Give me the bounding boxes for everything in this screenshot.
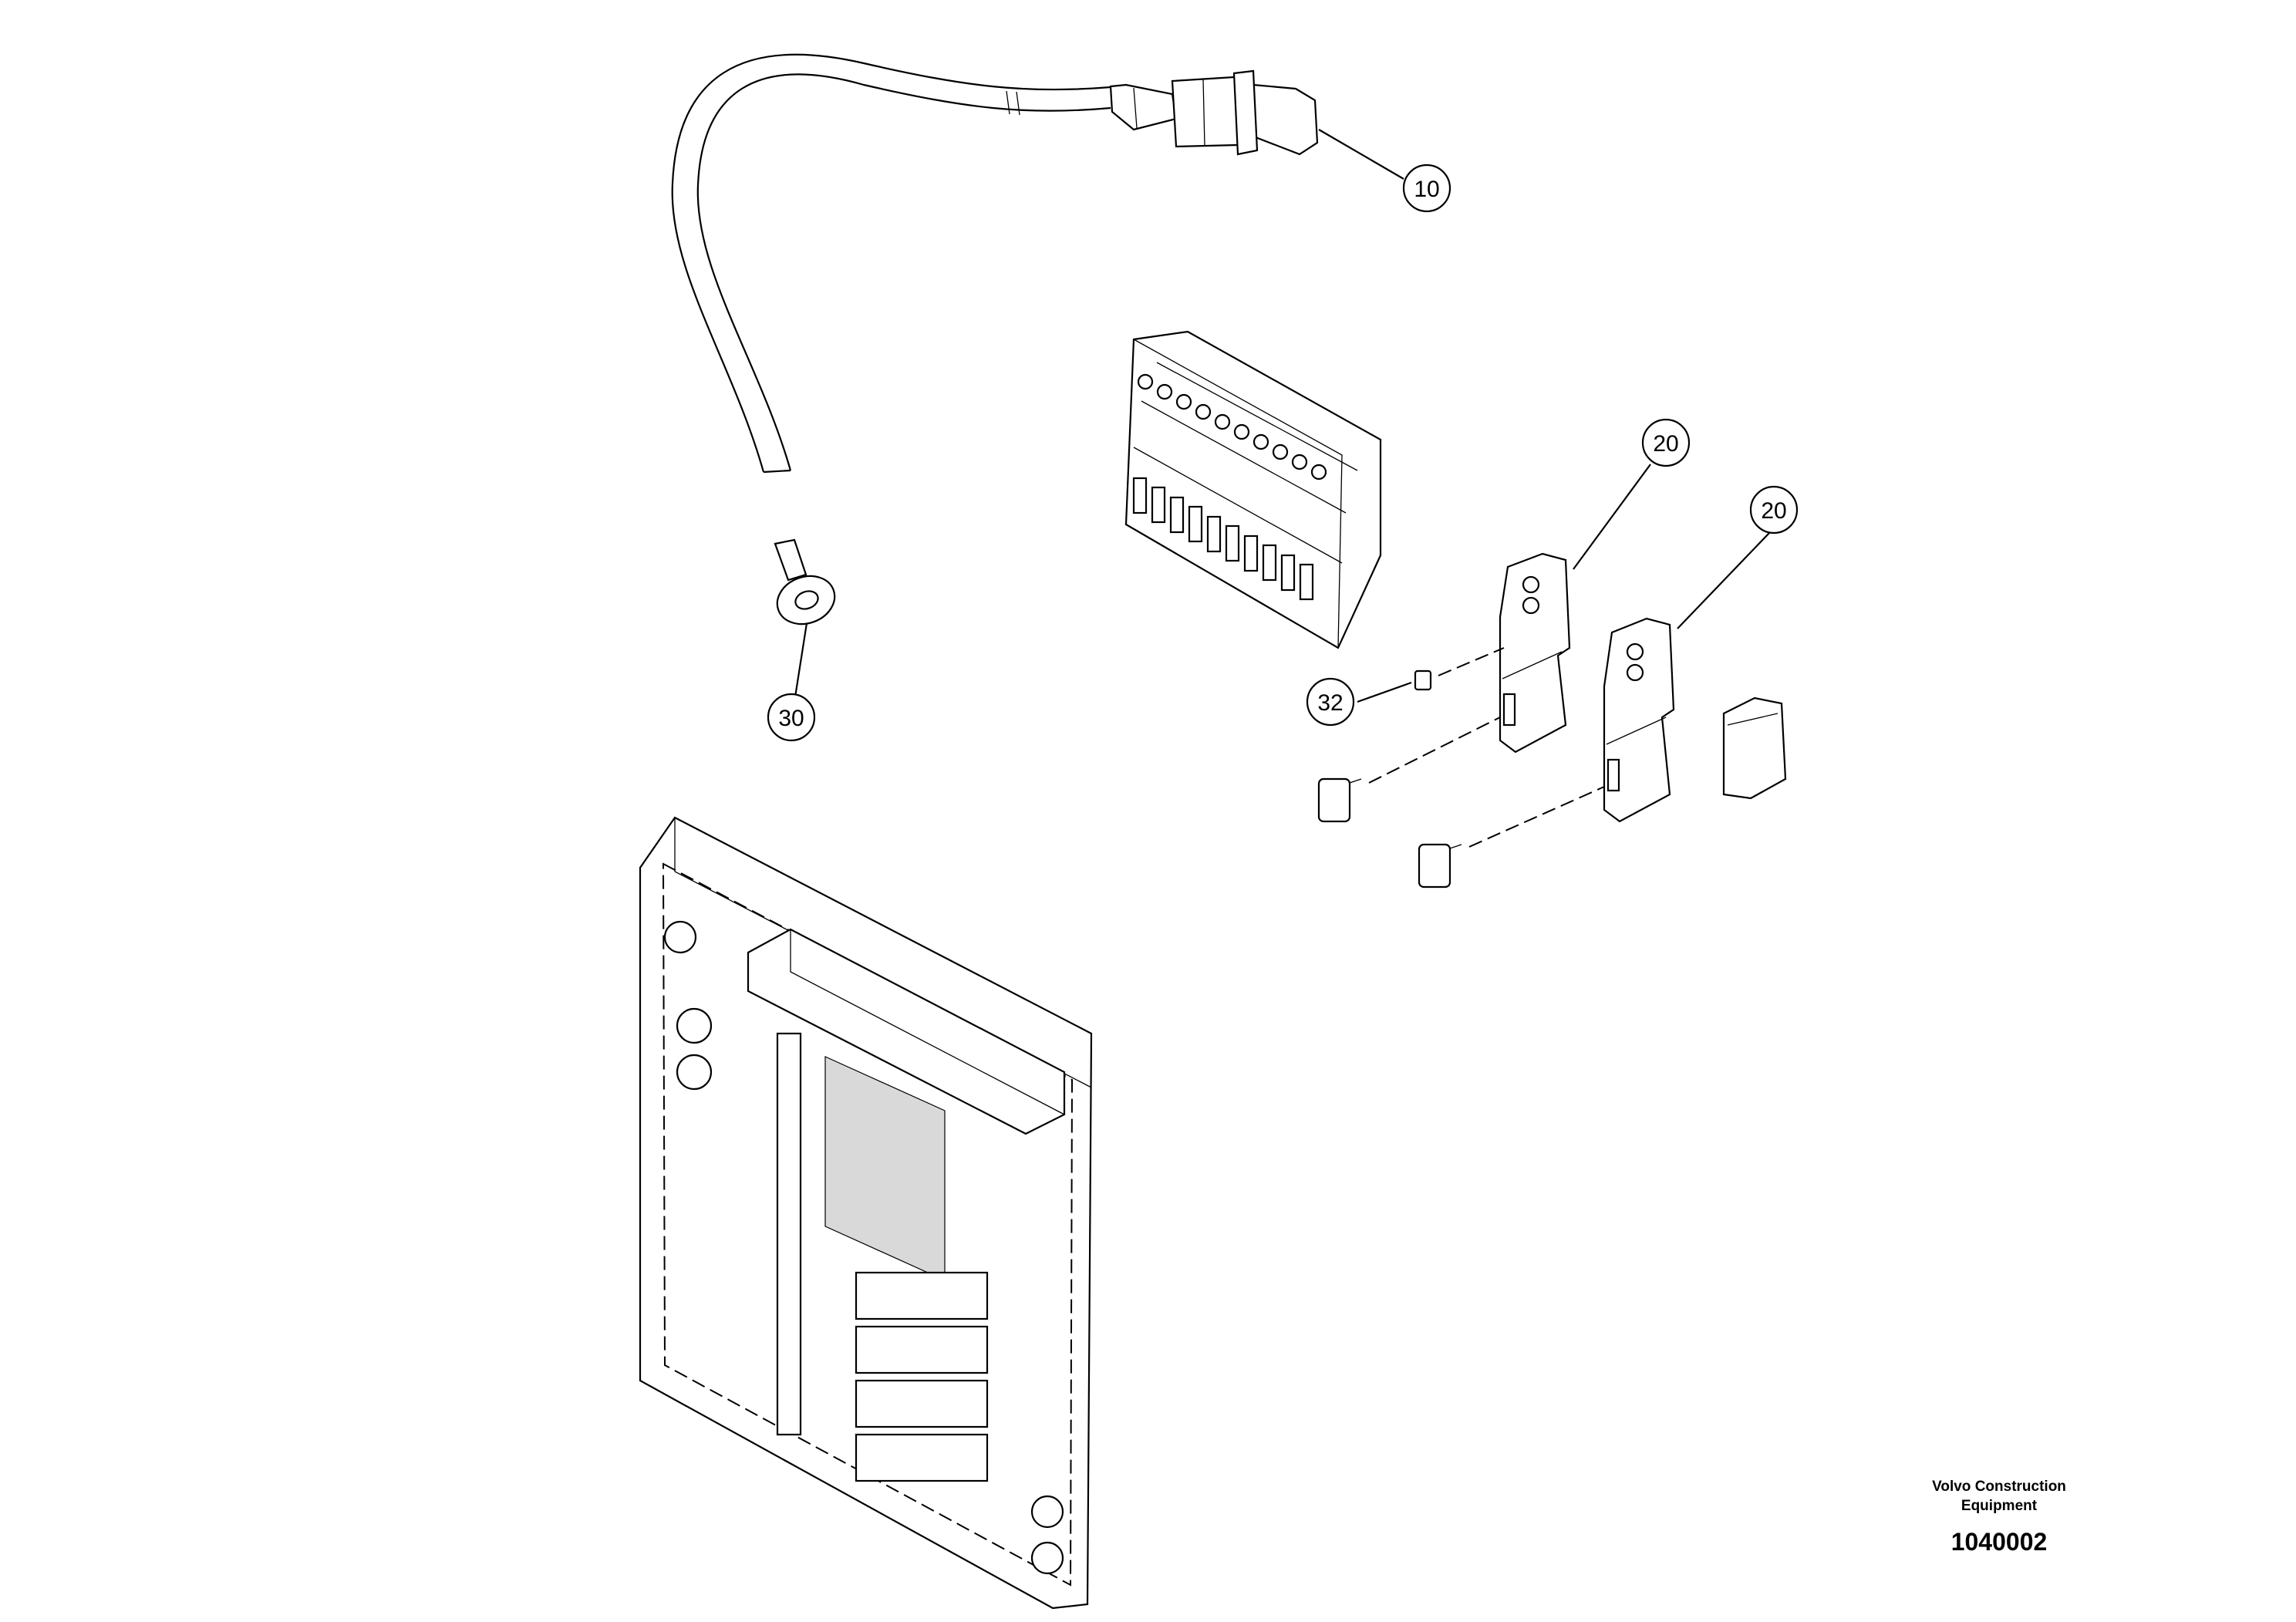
- fuse-holder-1: [1499, 552, 1571, 754]
- figure-number: 1040002: [1950, 1528, 2048, 1556]
- callout-10-label: 10: [1414, 177, 1439, 202]
- terminal-block-cells: [1132, 477, 1314, 601]
- brand-name-line2: Equipment: [1961, 1498, 2038, 1514]
- fuse-puller: [1414, 669, 1432, 691]
- callout-10: 10: [1402, 164, 1451, 213]
- callout-20-b: 20: [1749, 485, 1799, 534]
- cabinet-connectors: [855, 1271, 989, 1482]
- callout-32-label: 32: [1317, 690, 1343, 716]
- brand-block: Volvo Construction Equipment 1040002: [1899, 1477, 2099, 1556]
- callout-30: 30: [767, 693, 816, 742]
- brand-name-line1: Volvo Construction: [1932, 1479, 2066, 1495]
- fuse-2: [1418, 843, 1462, 889]
- terminal-block: [1124, 330, 1382, 649]
- terminal-block-screws: [1137, 373, 1327, 481]
- callout-20-a-label: 20: [1653, 431, 1678, 457]
- electrical-cabinet: [639, 816, 1093, 1610]
- cabinet-vertical-rail: [776, 1032, 802, 1436]
- callout-20-a: 20: [1641, 418, 1691, 467]
- fuse-holder-2: [1603, 617, 1675, 823]
- cabinet-bulkhead-connectors: [663, 920, 1064, 1575]
- callout-30-label: 30: [778, 706, 804, 731]
- cable-assembly: [671, 53, 1319, 474]
- din-rail-terminals: [747, 928, 1066, 1135]
- callout-20-b-label: 20: [1761, 498, 1786, 524]
- ring-terminal: [774, 538, 836, 626]
- fuse-1: [1317, 777, 1362, 823]
- callout-32: 32: [1306, 677, 1355, 727]
- end-cover: [1722, 696, 1787, 800]
